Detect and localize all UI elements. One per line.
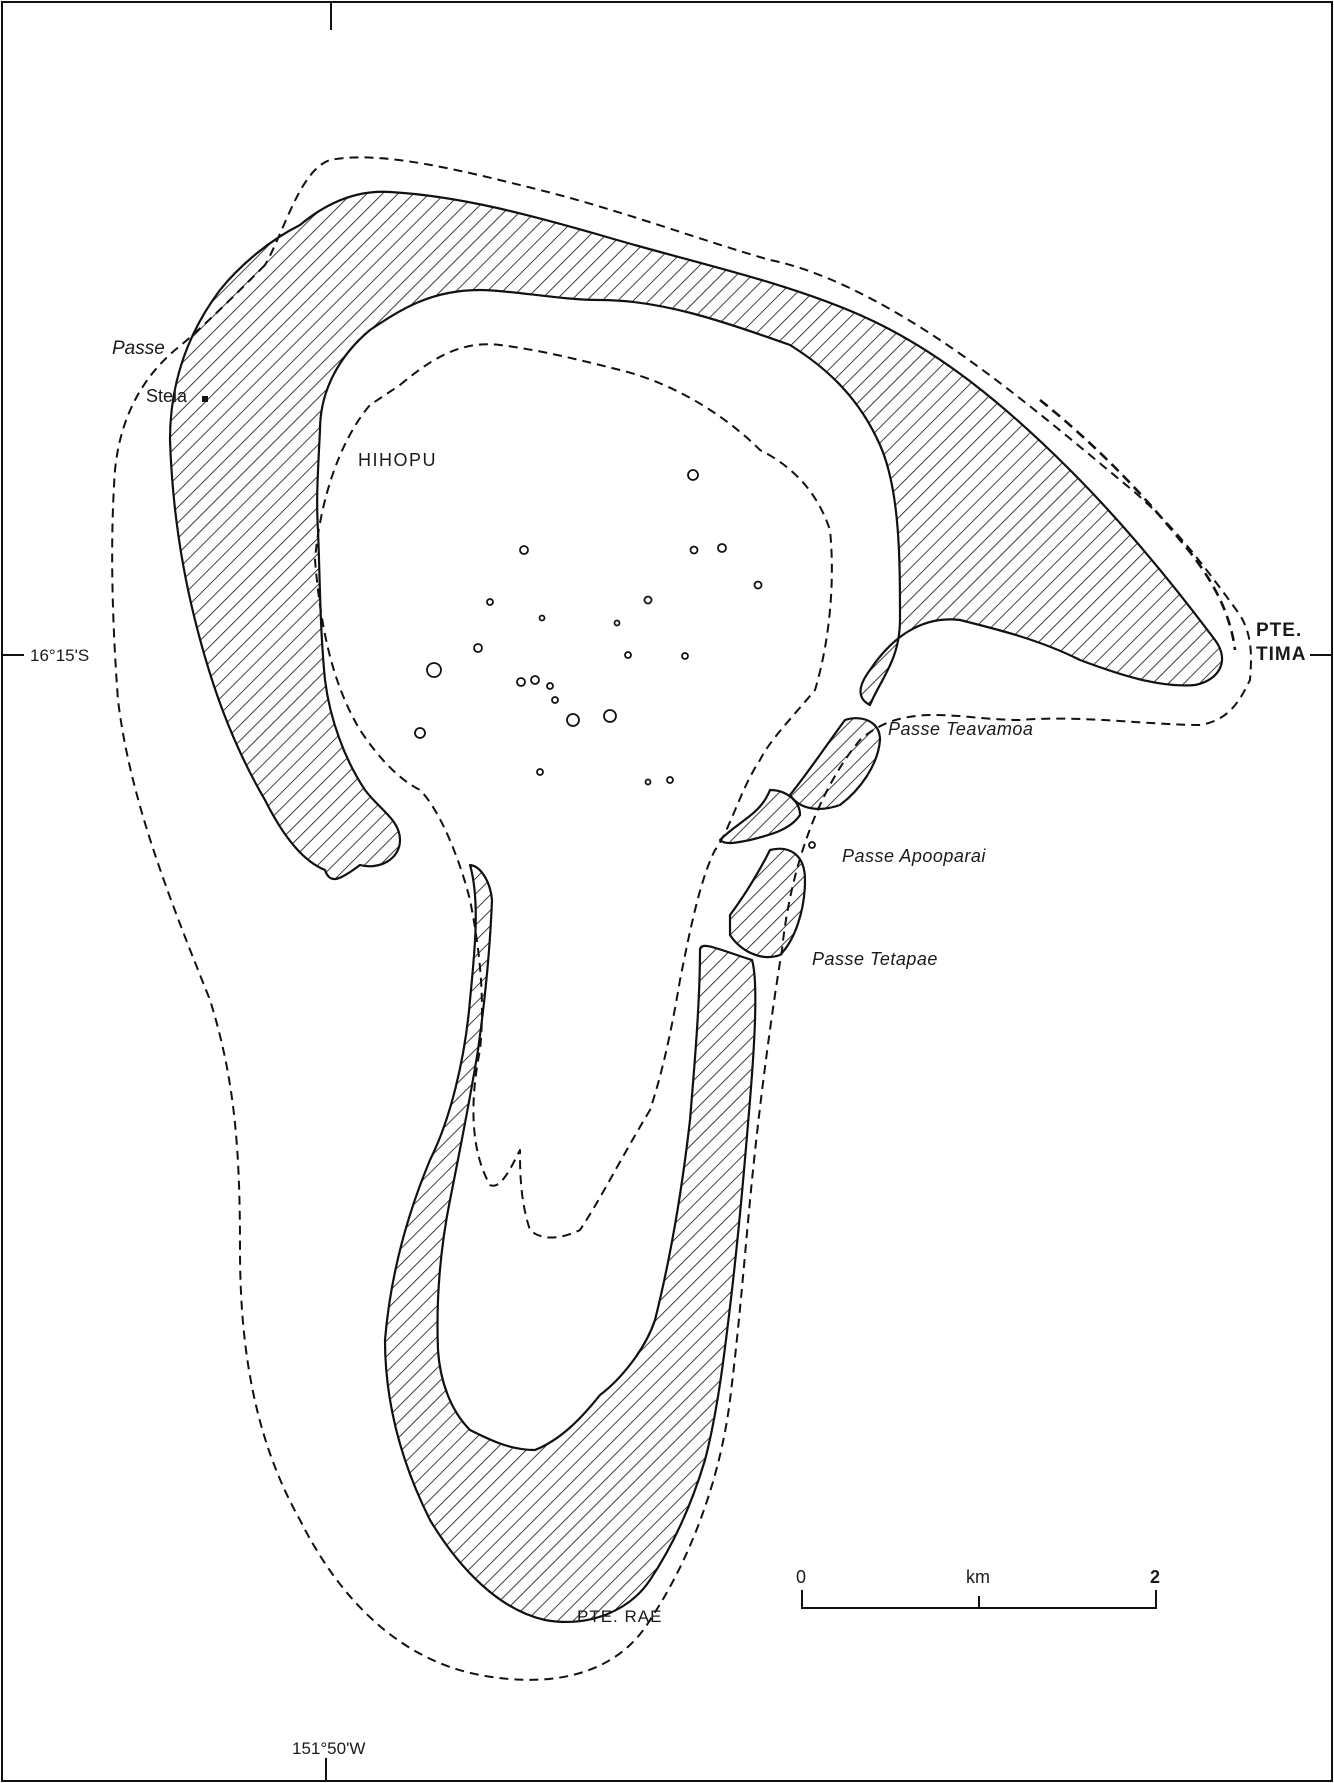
- coral-head: [519, 545, 529, 555]
- label-pte-rae: PTE. RAE: [577, 1607, 662, 1626]
- lagoon-coral-heads: [414, 469, 816, 849]
- tima-reef-edge: [1039, 398, 1237, 651]
- coral-head: [546, 682, 554, 690]
- coral-head: [414, 727, 426, 739]
- east-reef-fragment-3: [728, 847, 807, 959]
- south-reef-rim: [383, 863, 757, 1623]
- scale-label-end: 2: [1150, 1567, 1160, 1587]
- coral-head: [426, 662, 442, 678]
- coral-head: [603, 709, 617, 723]
- coral-head: [538, 614, 546, 622]
- scale-bar: 0 km 2: [796, 1567, 1160, 1609]
- scale-label-start: 0: [796, 1567, 806, 1587]
- longitude-label: 151°50'W: [292, 1739, 365, 1758]
- coral-head: [808, 841, 816, 849]
- coral-head: [566, 713, 580, 727]
- scale-label-unit: km: [966, 1567, 990, 1587]
- label-passe-tetapae: Passe Tetapae: [812, 949, 938, 969]
- label-passe-teavamoa: Passe Teavamoa: [888, 719, 1033, 739]
- latitude-label: 16°15'S: [30, 646, 89, 665]
- north-reef-rim: [168, 190, 1224, 881]
- coral-head: [624, 651, 632, 659]
- coral-head: [613, 619, 621, 627]
- coral-head: [486, 598, 494, 606]
- label-hihopu: HIHOPU: [358, 450, 437, 470]
- east-reef-fragment-2: [718, 788, 802, 845]
- outer-reef-edge: [111, 156, 1252, 1681]
- coral-head: [516, 677, 526, 687]
- label-stela: Stela: [146, 386, 188, 406]
- coral-head: [681, 652, 689, 660]
- coral-head: [666, 776, 674, 784]
- east-reef-fragment-1: [788, 717, 882, 810]
- coral-head: [473, 643, 483, 653]
- coral-head: [689, 545, 699, 555]
- coral-head: [687, 469, 699, 481]
- label-passe-nw: Passe: [112, 338, 165, 359]
- coral-head: [551, 696, 559, 704]
- label-passe-apooparai: Passe Apooparai: [842, 846, 986, 866]
- coral-head: [536, 768, 544, 776]
- lagoon-inner-contour: [314, 343, 833, 1239]
- coral-head: [644, 778, 652, 786]
- stela-marker: [202, 396, 208, 402]
- coral-head: [753, 580, 763, 590]
- coral-head: [717, 543, 727, 553]
- coral-head: [530, 675, 540, 685]
- label-pte-tima-line2: TIMA: [1256, 644, 1306, 665]
- coral-head: [643, 595, 653, 605]
- label-pte-tima-line1: PTE.: [1256, 620, 1302, 641]
